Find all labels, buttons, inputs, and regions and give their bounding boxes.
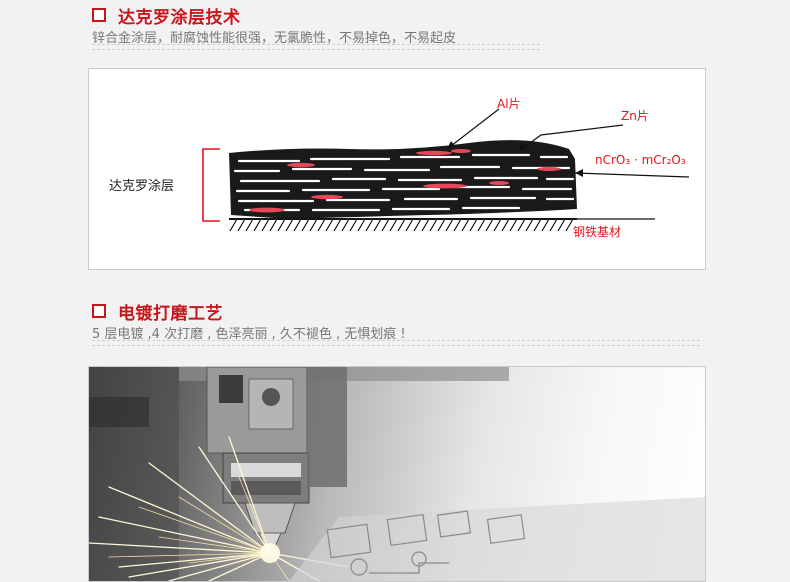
coating-bracket [202, 148, 220, 222]
decorative-fine-text [92, 44, 542, 58]
al-flakes [249, 149, 561, 213]
coating-label: 达克罗涂层 [109, 179, 175, 194]
zn-flake-label: Zn片 [621, 109, 649, 123]
leader-lines [446, 108, 690, 220]
substrate-hatching [229, 218, 574, 232]
laser-glow [260, 543, 280, 563]
section-subtitle: 锌合金涂层，耐腐蚀性能很强，无氯脆性，不易掉色，不易起皮 [92, 31, 457, 46]
decorative-fine-text [92, 340, 702, 354]
section-heading: 电镀打磨工艺 [92, 300, 223, 324]
heading-text: 达克罗涂层技术 [118, 7, 241, 28]
laser-cutting-illustration [89, 367, 705, 581]
coating-diagram [202, 108, 690, 232]
cut-parts [326, 510, 526, 576]
section-heading: 达克罗涂层技术 [92, 4, 241, 28]
substrate-label: 钢铁基材 [573, 225, 622, 239]
checkbox-icon [92, 8, 106, 22]
chromate-label: nCrO₃ · mCr₂O₃ [595, 153, 686, 167]
laser-cutting-photo [88, 366, 706, 582]
section-subtitle: 5 层电镀 ,4 次打磨 , 色泽亮丽 , 久不褪色 , 无惧划痕 ! [92, 327, 406, 342]
heading-text: 电镀打磨工艺 [118, 303, 223, 324]
al-flake-label: Al片 [497, 97, 521, 111]
checkbox-icon [92, 304, 106, 318]
metal-sheet [289, 497, 705, 581]
coating-diagram-panel: 达克罗涂层 Al片 Zn片 nCrO₃ · mCr₂O₃ 钢铁基材 [88, 68, 706, 270]
leader-arrowheads [447, 141, 583, 177]
